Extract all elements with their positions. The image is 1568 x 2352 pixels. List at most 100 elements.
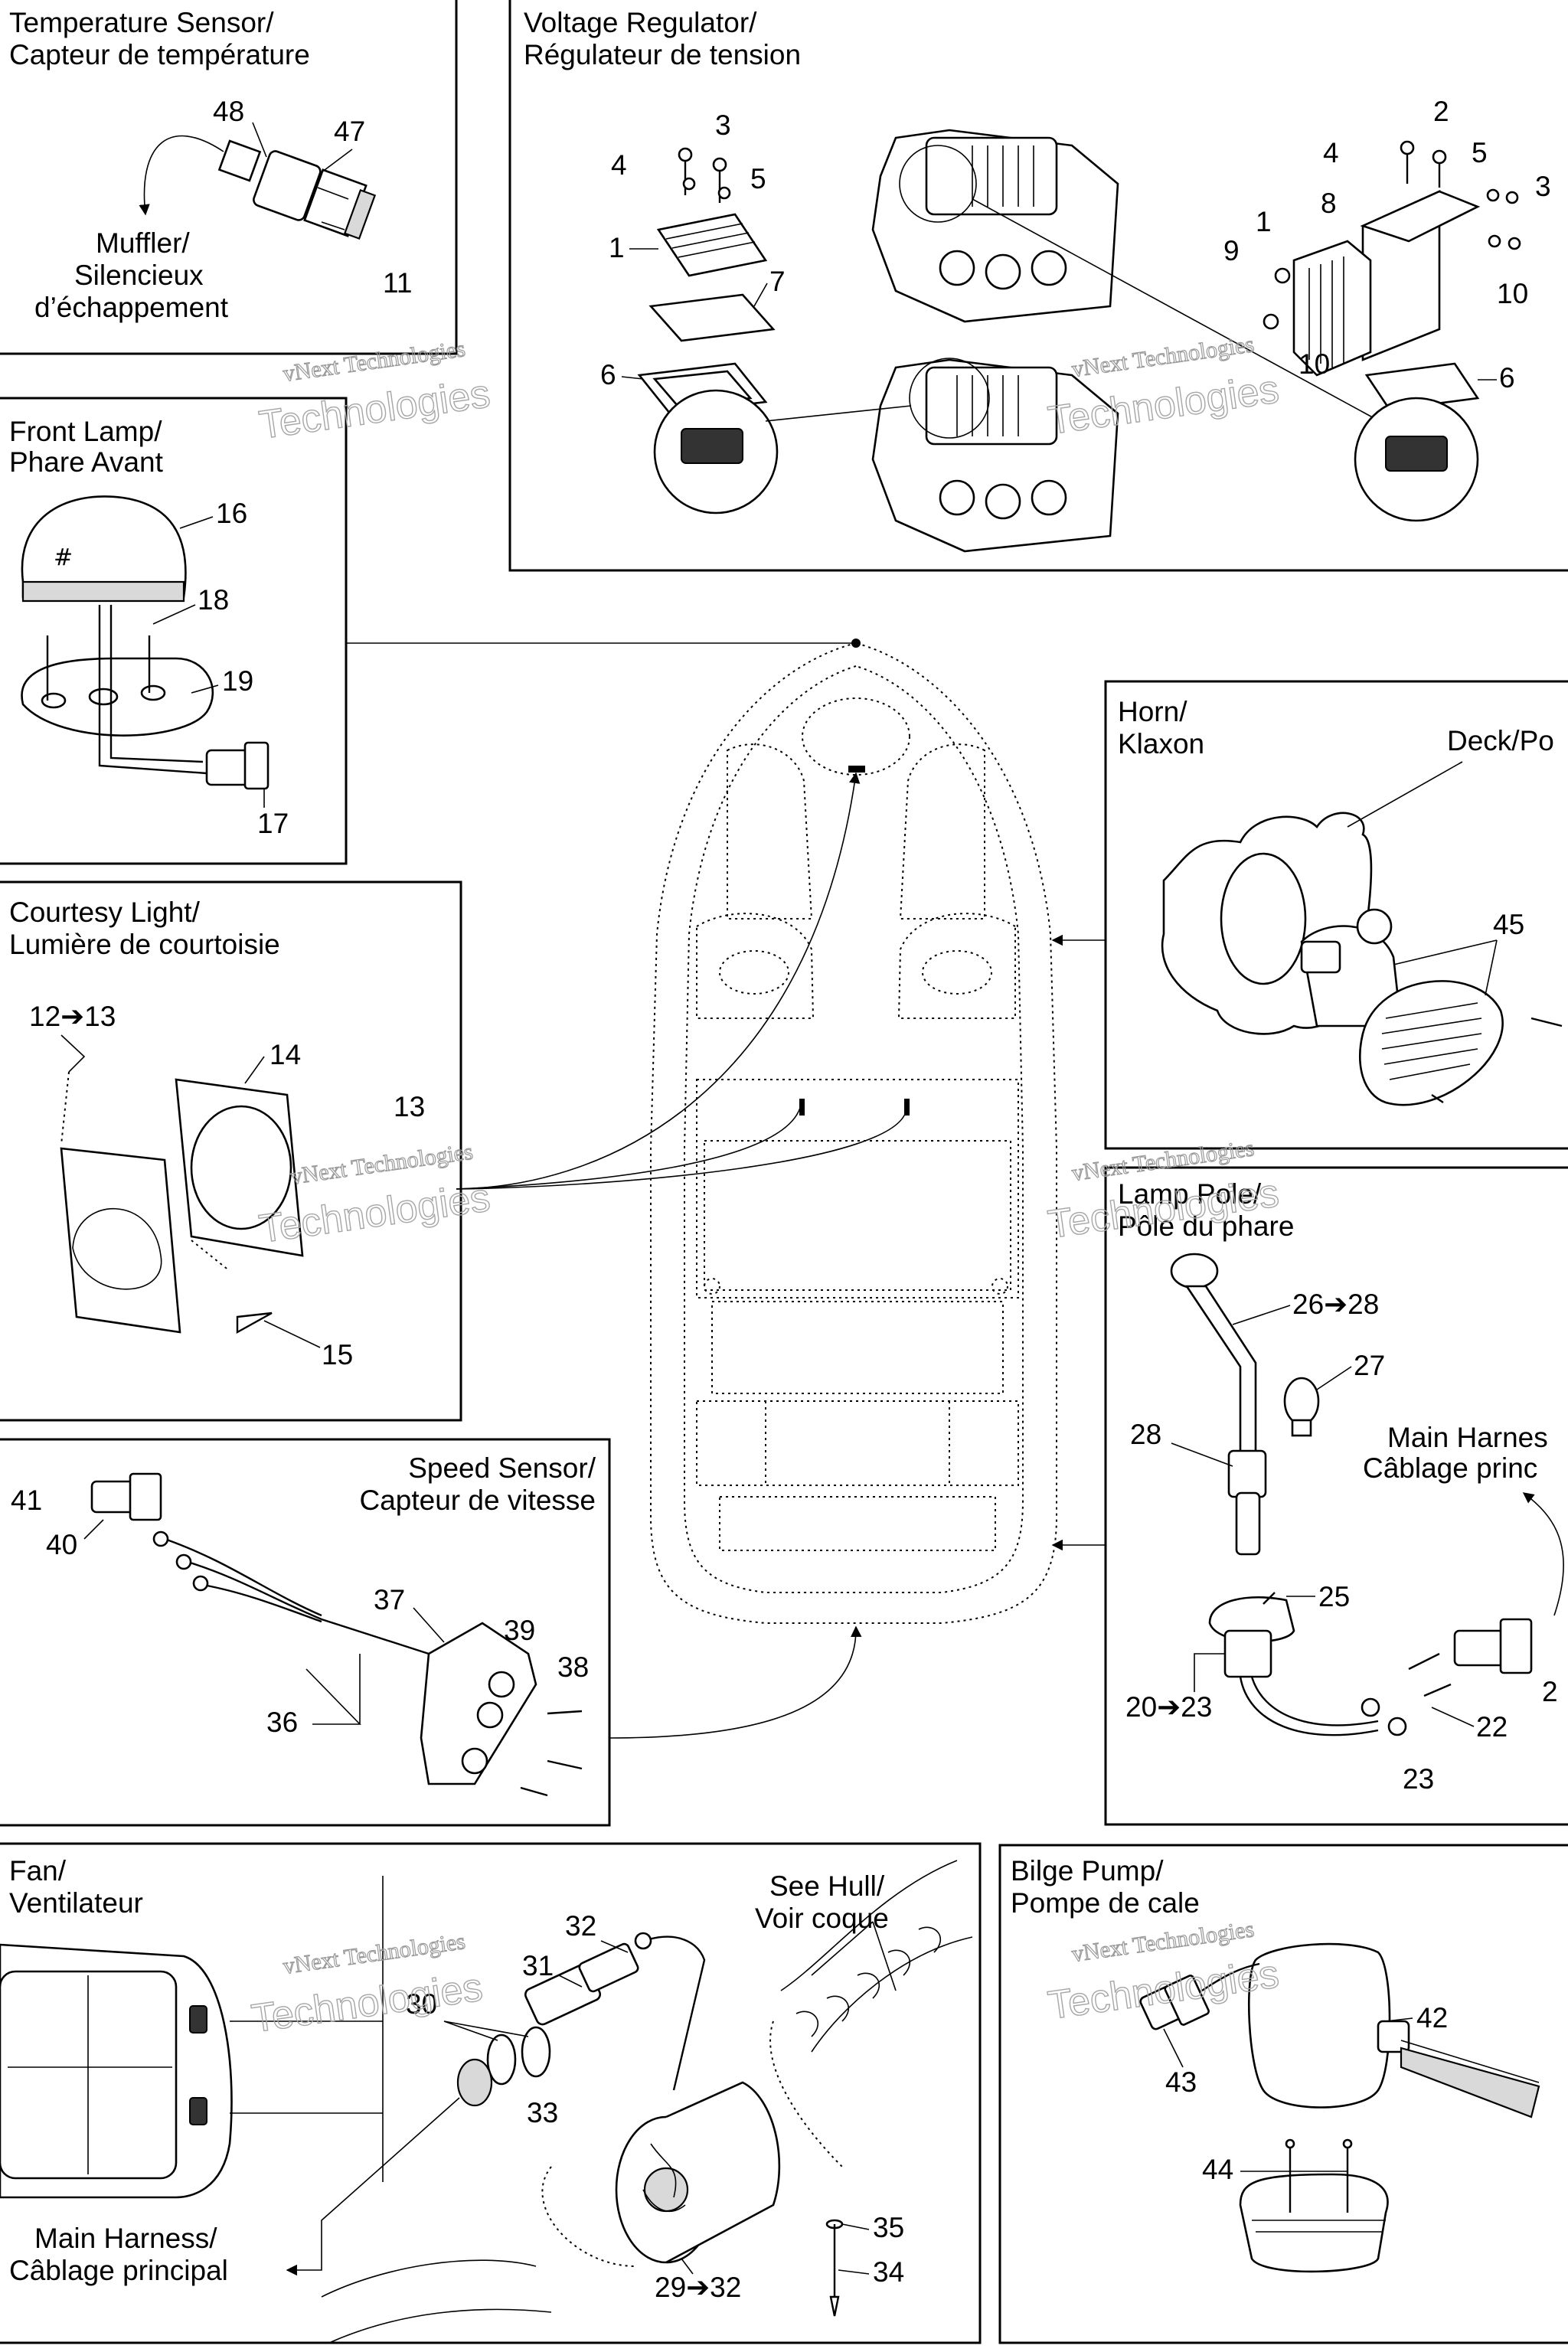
regulator-left-assembly (637, 147, 779, 514)
callout: 26➔28 (1292, 1289, 1379, 1320)
callout: 44 (1202, 2154, 1233, 2185)
callout: 2 (1433, 96, 1449, 127)
callout: 10 (1298, 348, 1330, 380)
speed-sensor-panel: Speed Sensor/ Capteur de vitesse 41 40 3… (11, 1452, 596, 1797)
panel-title-line2: Régulateur de tension (524, 39, 801, 70)
callout: 13 (394, 1091, 425, 1122)
callout: 20➔23 (1125, 1691, 1212, 1723)
panel-title-line2: Capteur de vitesse (359, 1485, 596, 1516)
svg-text:#: # (54, 544, 73, 571)
note-line: See Hull/ (769, 1870, 885, 1902)
callout: 39 (504, 1615, 535, 1646)
fan-clamp-part (825, 2219, 844, 2317)
callout: 7 (769, 266, 786, 297)
callout: 43 (1165, 2066, 1197, 2098)
panel-title-line1: Speed Sensor/ (408, 1452, 596, 1484)
callout: 5 (1472, 137, 1488, 168)
note-line: Voir coque (755, 1903, 889, 1934)
fan-panel: Fan/ Ventilateur (0, 1855, 973, 2344)
note-line: Silencieux (74, 260, 204, 291)
bilge-pump-panel: Bilge Pump/ Pompe de cale 42 43 44 (1011, 1855, 1540, 2273)
fan-housing-part (0, 1943, 233, 2199)
note-line: d’échappement (34, 292, 229, 323)
callout: 42 (1416, 2002, 1448, 2034)
callout: 48 (213, 96, 244, 127)
panel-title-line2: Lumière de courtoisie (9, 929, 280, 960)
callout: Deck/Po (1447, 725, 1554, 756)
panel-title-line1: Bilge Pump/ (1011, 1855, 1164, 1886)
callout: 2 (1542, 1676, 1558, 1707)
panel-title-line1: Lamp Pole/ (1118, 1178, 1262, 1210)
callout: 19 (222, 665, 253, 697)
speed-sensor-part (90, 1472, 583, 1797)
callout: 23 (1403, 1763, 1434, 1795)
callout: 32 (565, 1910, 596, 1942)
panel-title-line2: Pompe de cale (1011, 1887, 1200, 1919)
bilge-pump-part (1139, 1942, 1540, 2273)
callout: 27 (1354, 1350, 1385, 1381)
callout: 1 (1256, 206, 1272, 237)
callout: 9 (1223, 235, 1240, 266)
callout: 6 (1499, 362, 1515, 394)
callout: 12➔13 (29, 1001, 116, 1032)
note-line: Main Harnes (1387, 1422, 1548, 1453)
callout: 8 (1321, 188, 1337, 219)
horn-part (1161, 812, 1563, 1106)
callout: 18 (198, 584, 229, 616)
callout: 29➔32 (655, 2272, 741, 2303)
callout: 30 (406, 1988, 437, 2020)
note-line: Muffler/ (96, 227, 190, 259)
panel-title-line1: Fan/ (9, 1855, 67, 1886)
callout: 38 (557, 1651, 589, 1683)
callout: 4 (1323, 137, 1339, 168)
panel-title-line1: Temperature Sensor/ (9, 7, 274, 38)
callout: 22 (1476, 1711, 1508, 1743)
engine-top (871, 129, 1119, 323)
connection-lines (346, 642, 1106, 1739)
fan-connector-part (456, 1932, 706, 2107)
panel-title-line1: Voltage Regulator/ (524, 7, 757, 38)
note-line: Câblage principal (9, 2255, 228, 2286)
boat-outline (650, 639, 1057, 1624)
courtesy-light-panel: Courtesy Light/ Lumière de courtoisie 12… (9, 897, 425, 1370)
callout: 47 (334, 116, 365, 147)
callout: 14 (270, 1039, 301, 1070)
panel-title-line1: Courtesy Light/ (9, 897, 201, 928)
panel-title-line2: Ventilateur (9, 1887, 143, 1919)
panel-title-line2: Capteur de température (9, 39, 310, 70)
horn-panel: Horn/ Klaxon Deck/Po 45 (1118, 696, 1563, 1106)
temperature-sensor-panel: Temperature Sensor/ Capteur de températu… (9, 7, 412, 323)
callout: 15 (322, 1339, 353, 1370)
callout: 4 (611, 149, 627, 181)
temperature-sensor-part (217, 139, 377, 240)
voltage-regulator-panel: Voltage Regulator/ Régulateur de tension… (524, 7, 1551, 553)
panel-title-line2: Phare Avant (9, 446, 164, 478)
courtesy-light-part (60, 1071, 304, 1334)
callout: 34 (873, 2256, 904, 2288)
callout: 41 (11, 1485, 42, 1516)
callout: 10 (1497, 278, 1528, 309)
regulator-right-assembly (1263, 140, 1521, 522)
panel-title-line2: Klaxon (1118, 728, 1204, 760)
callout: 40 (46, 1529, 77, 1560)
note-line: Main Harness/ (34, 2223, 217, 2254)
panel-title-line2: Pôle du phare (1118, 1210, 1294, 1242)
callout: 35 (873, 2212, 904, 2243)
callout: 31 (522, 1950, 554, 1981)
callout: 36 (266, 1707, 298, 1738)
callout: 5 (750, 163, 766, 194)
callout: 33 (527, 2097, 558, 2128)
callout: 37 (374, 1584, 405, 1615)
callout: 6 (600, 359, 616, 390)
panel-title-line1: Horn/ (1118, 696, 1187, 727)
callout: 16 (216, 498, 247, 529)
panel-title-line1: Front Lamp/ (9, 416, 162, 447)
callout: 1 (609, 232, 625, 263)
lamp-pole-panel: Lamp Pole/ Pôle du phare 26➔28 27 28 25 … (1118, 1178, 1564, 1795)
engine-bottom (871, 358, 1119, 553)
hull-hose-part (321, 1860, 973, 2344)
front-lamp-panel: Front Lamp/ Phare Avant # 16 18 19 17 (9, 416, 289, 839)
callout: 3 (715, 109, 731, 141)
